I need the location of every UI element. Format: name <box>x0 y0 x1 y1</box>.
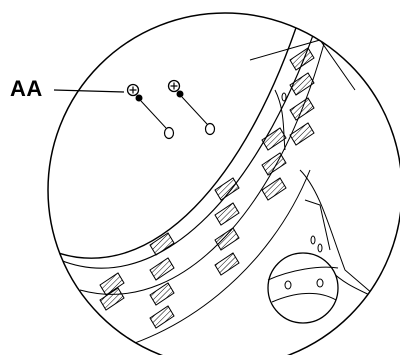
vent-slot-icon <box>289 122 315 146</box>
screw-leader-line <box>140 100 167 129</box>
callout-leader <box>53 89 125 93</box>
vent-slot-icon <box>149 305 175 329</box>
vent-slot-icon <box>289 97 315 121</box>
vent-slot-icon <box>99 272 125 296</box>
screw-icon <box>126 83 143 102</box>
vent-slot-group <box>99 47 315 329</box>
vent-slot-icon <box>261 152 287 176</box>
drum-assembly <box>49 13 381 355</box>
drum-rim-inner <box>59 13 326 269</box>
mounting-tab-icon <box>267 252 339 324</box>
screw-hole-icon <box>163 126 175 140</box>
vent-slot-icon <box>99 287 125 311</box>
vent-slot-icon <box>261 177 287 201</box>
vent-slot-icon <box>289 72 315 96</box>
vent-slot-icon <box>149 257 175 281</box>
drum-opening <box>274 89 286 151</box>
screw-hole-icon <box>284 280 292 290</box>
vent-slot-icon <box>289 47 315 71</box>
vent-slot-icon <box>214 202 240 226</box>
vent-slot-icon <box>149 232 175 256</box>
callout-label: AA <box>10 76 43 101</box>
detail-circle <box>47 12 400 355</box>
screw-leader-line <box>181 96 208 125</box>
vent-slot-icon <box>214 177 240 201</box>
drum-inner-wall <box>89 169 311 355</box>
screw-icon <box>167 79 184 98</box>
screw-hole-icon <box>316 278 324 288</box>
screw-hole-icon <box>204 122 216 136</box>
vent-slot-icon <box>261 127 287 151</box>
vent-slot-icon <box>149 282 175 306</box>
side-bracket <box>299 169 381 301</box>
drum-rim-outer <box>49 13 306 259</box>
vent-slot-icon <box>214 252 240 276</box>
vent-slot-icon <box>214 227 240 251</box>
